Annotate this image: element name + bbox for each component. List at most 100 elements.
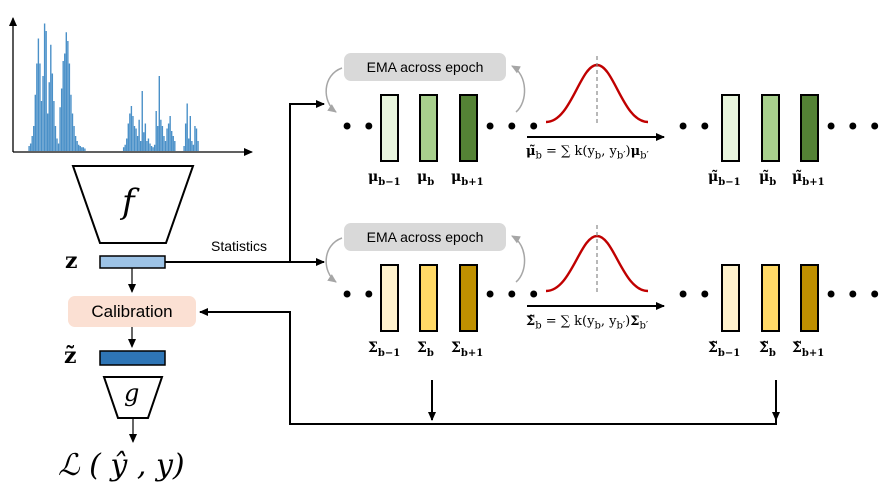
sigma-tilde-b-base: Σ̃	[759, 340, 769, 356]
histogram-bar	[68, 63, 71, 151]
histogram-bars	[28, 23, 199, 151]
mu-formula-end: )	[625, 144, 631, 159]
histogram-bar	[48, 82, 50, 151]
mu-tilde-b-plus-1-sub: b+1	[802, 176, 825, 188]
encoder-f-block	[71, 165, 195, 244]
dots-right2-mu: • • •	[824, 113, 880, 141]
histogram-bar	[36, 63, 38, 151]
histogram-bar	[197, 141, 199, 151]
histogram-bar	[40, 101, 43, 151]
histogram-bar	[191, 141, 193, 151]
mu-tilde-b-minus-1-sub: b−1	[718, 176, 741, 188]
mu-tilde-b-sub: b	[769, 176, 777, 188]
histogram-bar	[132, 116, 134, 151]
calibration-box: Calibration	[68, 296, 196, 327]
mu-b-sub: b	[427, 176, 435, 188]
histogram-bar	[138, 119, 140, 151]
histogram-bar	[81, 147, 83, 151]
ema-arrow-right-sigma	[511, 235, 526, 283]
histogram-bar	[155, 111, 157, 151]
mu-row: • • • • • • • • • • • •	[325, 56, 880, 162]
histogram-bar	[184, 123, 187, 151]
regressor-g-block	[102, 376, 164, 419]
histogram-bar	[147, 138, 150, 151]
histogram-bar	[126, 138, 128, 151]
mu-formula-sub1: b	[594, 150, 602, 162]
mu-tilde-bar-b-plus-1	[800, 94, 819, 162]
histogram-bar	[71, 113, 74, 151]
histogram-bar	[57, 143, 60, 151]
histogram-bar	[172, 136, 174, 151]
histogram-bar	[188, 138, 190, 151]
histogram-bar	[73, 126, 75, 151]
mu-b-plus-1-sub: b+1	[461, 176, 484, 188]
sigma-tilde-bar-b	[761, 264, 780, 332]
sigma-tilde-b-plus-1-sub: b+1	[801, 347, 825, 359]
histogram-bar	[70, 94, 72, 151]
histogram	[9, 17, 253, 156]
histogram-bar	[135, 128, 137, 151]
mu-label-b-plus-1: μb+1	[451, 169, 484, 188]
mu-formula-rhs: = ∑ k(y	[541, 144, 595, 159]
histogram-bar	[56, 138, 58, 151]
histogram-bar	[45, 31, 47, 151]
histogram-bar	[74, 136, 77, 151]
histogram-bar	[76, 141, 78, 151]
dots-mid-sigma: • • •	[483, 281, 541, 309]
histogram-bar	[42, 76, 44, 151]
histogram-bar	[60, 88, 63, 151]
histogram-bar	[43, 23, 46, 151]
encoder-f-label: f	[122, 182, 135, 222]
histogram-bar	[54, 126, 57, 151]
ema-label-sigma: EMA across epoch	[366, 229, 484, 245]
histogram-bar	[163, 136, 165, 151]
sigma-b-minus-1-sub: b−1	[377, 347, 401, 359]
histogram-bar	[171, 131, 173, 151]
sigma-label-b: Σb	[417, 340, 434, 359]
histogram-bar	[136, 136, 139, 151]
histogram-bar	[183, 146, 185, 151]
histogram-bar	[78, 144, 80, 151]
histogram-bar	[39, 63, 41, 151]
histogram-bar	[158, 76, 160, 151]
z-tilde-feature-box	[99, 350, 166, 366]
sigma-b-base: Σ	[417, 340, 427, 356]
histogram-bar	[146, 141, 148, 151]
loss-label: ℒ ( ŷ , y)	[58, 448, 185, 483]
histogram-bar	[157, 126, 159, 151]
histogram-bar	[28, 146, 30, 151]
histogram-bar	[82, 147, 85, 151]
calibration-label: Calibration	[91, 301, 173, 321]
sigma-formula-sub2: b′	[616, 320, 626, 332]
sigma-smoothing-formula: Σ̃b = ∑ k(yb, yb′)Σb′	[526, 314, 648, 332]
histogram-bar	[150, 146, 153, 151]
histogram-bar	[33, 126, 35, 151]
sigma-bar-b-minus-1	[380, 264, 399, 332]
histogram-bar	[127, 123, 129, 151]
histogram-bar	[53, 101, 55, 151]
histogram-bar	[79, 146, 81, 151]
histogram-bar	[160, 119, 162, 151]
histogram-bar	[164, 141, 167, 151]
sigma-tilde-label-b-plus-1: Σ̃b+1	[792, 340, 824, 359]
mu-formula-mid: , y	[601, 144, 617, 159]
histogram-bar	[51, 73, 54, 151]
sigma-formula-rhs: = ∑ k(y	[541, 314, 595, 329]
mu-bar-b	[419, 94, 438, 162]
mu-tilde-bar-b-minus-1	[721, 94, 740, 162]
sigma-formula-tail: Σ	[630, 314, 640, 329]
histogram-bar	[152, 147, 154, 151]
mu-b-minus-1-sub: b−1	[378, 176, 401, 188]
histogram-bar	[65, 32, 67, 151]
dots-right2-sigma: • • •	[824, 281, 880, 309]
mu-formula-tail-sub: b′	[640, 150, 649, 162]
mu-b-plus-1-base: μ	[451, 169, 462, 185]
sigma-formula-tail-sub: b′	[639, 320, 649, 332]
ema-pill-sigma: EMA across epoch	[344, 223, 506, 251]
histogram-bar	[192, 144, 195, 151]
sigma-label-b-plus-1: Σb+1	[451, 340, 483, 359]
histogram-bar	[34, 94, 36, 151]
sigma-tilde-b-plus-1-base: Σ̃	[792, 340, 802, 356]
sigma-row: • • • • • • • • • • • •	[325, 225, 880, 332]
sigma-bar-b	[419, 264, 438, 332]
